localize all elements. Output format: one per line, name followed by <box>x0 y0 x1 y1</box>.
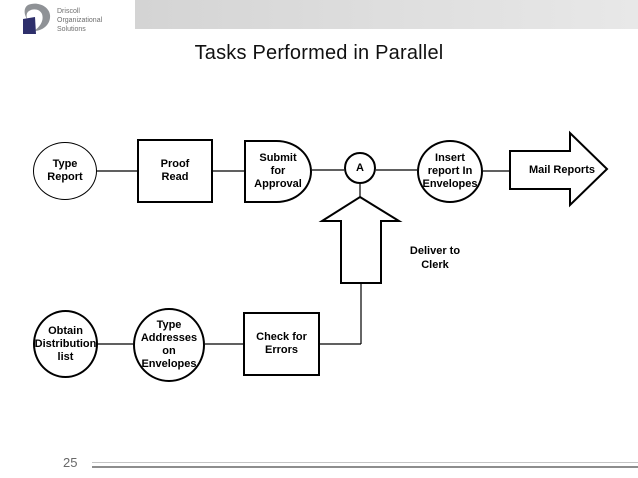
logo-text-line: Solutions <box>57 26 86 33</box>
flow-node-proof-read: Proof Read <box>137 139 213 203</box>
mail-reports-arrow-shape <box>509 130 609 208</box>
header-bar <box>135 0 638 29</box>
flow-node-check-for-errors: Check for Errors <box>243 312 320 376</box>
logo-text: Driscoll Organizational Solutions <box>57 7 102 34</box>
logo-text-line: Organizational <box>57 17 103 24</box>
deliver-to-clerk-label: Deliver to Clerk <box>409 245 461 271</box>
flow-node-insert-report-in-envelopes: Insert report In Envelopes <box>417 140 483 203</box>
driscoll-logo-icon <box>23 3 51 34</box>
flow-node-type-report: Type Report <box>33 142 97 200</box>
flow-node-type-addresses-on-envelopes: Type Addresses on Envelopes <box>133 308 205 382</box>
logo-text-line: Driscoll <box>57 8 80 15</box>
deliver-up-arrow-shape <box>318 195 403 284</box>
flow-node-mail-reports-label: Mail Reports <box>528 164 595 176</box>
footer-divider <box>92 462 638 468</box>
flow-node-obtain-distribution-list: Obtain Distribution list <box>33 310 98 378</box>
page-number: 25 <box>63 455 78 470</box>
flow-node-connector-a: A <box>344 152 376 184</box>
flow-node-submit-for-approval: Submit for Approval <box>244 140 312 203</box>
slide-title: Tasks Performed in Parallel <box>194 42 444 64</box>
